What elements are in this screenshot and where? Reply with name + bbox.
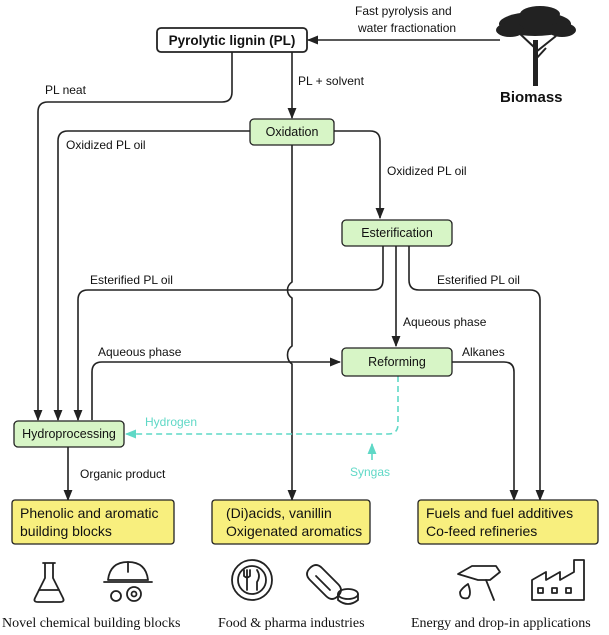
product-fuels-line-1: Fuels and fuel additives (426, 505, 573, 521)
node-hydroprocessing: Hydroprocessing (13, 420, 125, 448)
label-oxidized-pl-oil-right: Oxidized PL oil (387, 164, 467, 178)
label-organic-product: Organic product (80, 467, 166, 481)
label-pl-solvent: PL + solvent (298, 74, 365, 88)
node-hydroprocessing-label: Hydroprocessing (22, 427, 116, 441)
product-phenolic-line-2: building blocks (20, 523, 112, 539)
node-reforming: Reforming (341, 347, 453, 377)
label-esterified-pl-oil-right: Esterified PL oil (437, 273, 520, 287)
edge-pl-neat (33, 52, 233, 422)
label-alkanes: Alkanes (462, 345, 505, 359)
label-esterified-pl-oil-left: Esterified PL oil (90, 273, 173, 287)
label-fast-pyrolysis-2: water fractionation (357, 21, 456, 35)
node-reforming-label: Reforming (368, 355, 426, 369)
product-diacids-line-2: Oxigenated aromatics (226, 523, 362, 539)
product-diacids: (Di)acids, vanillin Oxigenated aromatics (211, 499, 371, 545)
node-oxidation-label: Oxidation (266, 125, 319, 139)
product-diacids-line-1: (Di)acids, vanillin (226, 505, 332, 521)
product-fuels-line-2: Co-feed refineries (426, 523, 537, 539)
factory-icon (531, 559, 585, 601)
caption-food: Food & pharma industries (218, 616, 365, 631)
edge-esterified-oil-to-fuels (408, 246, 545, 502)
caption-energy: Energy and drop-in applications (411, 616, 591, 631)
edge-oxidation-to-esterification (334, 130, 385, 220)
label-aqueous-phase-center: Aqueous phase (403, 315, 487, 329)
fuel-nozzle-icon (457, 565, 501, 601)
node-esterification: Esterification (341, 219, 453, 247)
product-fuels: Fuels and fuel additives Co-feed refiner… (417, 499, 599, 545)
product-phenolic-line-1: Phenolic and aromatic (20, 505, 159, 521)
node-esterification-label: Esterification (361, 226, 433, 240)
caption-chemical: Novel chemical building blocks (2, 616, 180, 631)
edge-oxidized-oil-to-hydro (53, 130, 252, 422)
edge-oxidation-to-diacids (286, 145, 297, 502)
edge-aqueous-to-reforming-left (91, 357, 342, 420)
pills-icon (306, 564, 359, 605)
plate-cutlery-icon (231, 559, 273, 601)
flask-icon (33, 562, 65, 603)
label-aqueous-phase-left: Aqueous phase (98, 345, 182, 359)
edge-esterified-oil-to-hydro (73, 246, 384, 422)
hardhat-gear-icon (103, 561, 153, 602)
node-pyrolytic-lignin: Pyrolytic lignin (PL) (156, 27, 308, 53)
node-pyrolytic-lignin-label: Pyrolytic lignin (PL) (169, 33, 296, 48)
label-hydrogen: Hydrogen (145, 415, 197, 429)
label-oxidized-pl-oil-left: Oxidized PL oil (66, 138, 146, 152)
label-pl-neat: PL neat (45, 83, 87, 97)
label-syngas: Syngas (350, 465, 390, 479)
node-oxidation: Oxidation (249, 118, 335, 146)
product-phenolic: Phenolic and aromatic building blocks (11, 499, 175, 545)
edge-hydrogen (124, 376, 399, 439)
edge-alkanes-to-fuels (452, 361, 519, 502)
biomass-label: Biomass (500, 89, 563, 106)
label-fast-pyrolysis-1: Fast pyrolysis and (355, 4, 452, 18)
tree-icon (496, 6, 576, 86)
